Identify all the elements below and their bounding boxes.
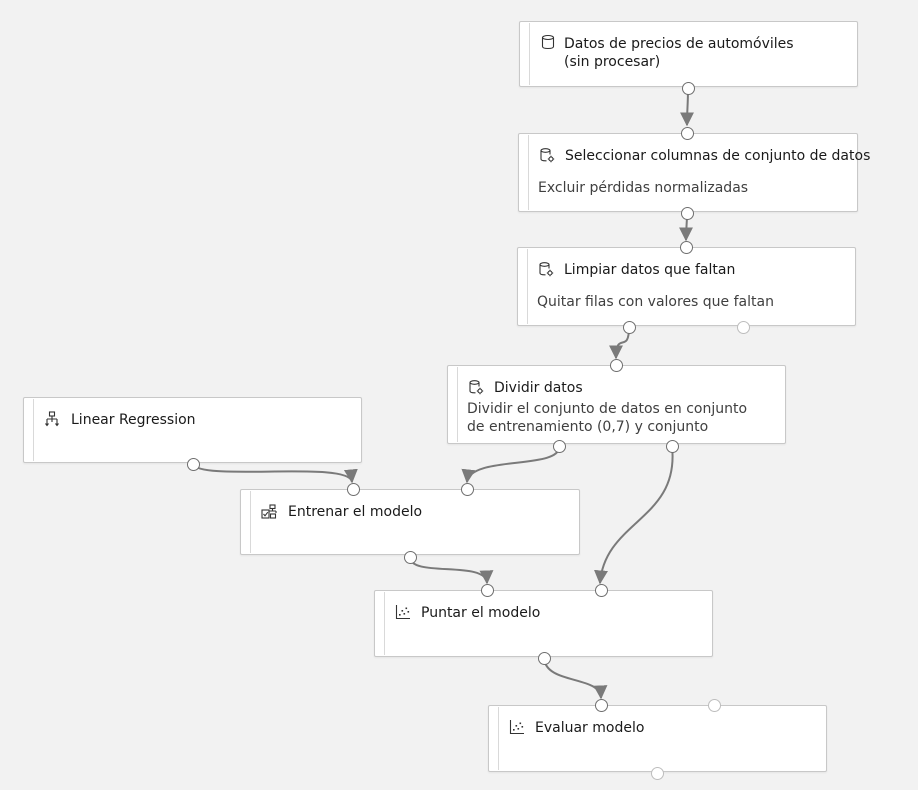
module-accent-bar [457,367,458,442]
connector-split-to-score [594,445,674,585]
input-port-evaluate-model-1[interactable] [594,698,608,712]
module-title: Entrenar el modelo [288,504,423,520]
dataset-settings-icon [469,380,484,395]
module-subtitle: Excluir pérdidas normalizadas [538,180,749,196]
module-clean-missing[interactable]: Limpiar datos que faltan Quitar filas co… [517,247,856,326]
module-title-line2: (sin procesar) [564,54,661,70]
input-port-train-model-1[interactable] [346,482,360,496]
output-port-clean-missing-1[interactable] [622,320,636,334]
module-select-columns[interactable]: Seleccionar columnas de conjunto de dato… [518,133,870,212]
module-subtitle: Dividir el conjunto de datos en conjunto [467,401,748,417]
scatter-chart-icon [395,605,410,620]
module-title: Seleccionar columnas de conjunto de dato… [565,148,871,164]
output-port-split-data-1[interactable] [552,439,566,453]
output-port-evaluate-model[interactable] [650,766,664,780]
module-accent-bar [529,23,530,85]
input-port-score-model-1[interactable] [480,583,494,597]
dataset-icon [541,34,555,50]
module-title: Datos de precios de automóviles [564,36,794,52]
input-port-evaluate-model-2[interactable] [707,698,721,712]
module-accent-bar [528,135,529,210]
input-port-clean-missing[interactable] [679,240,693,254]
output-port-linear-regression[interactable] [186,457,200,471]
output-port-score-model[interactable] [537,651,551,665]
input-port-select-columns[interactable] [680,126,694,140]
dataset-settings-icon [539,262,554,277]
module-split-data[interactable]: Dividir datos Dividir el conjunto de dat… [447,365,786,444]
module-accent-bar [527,249,528,324]
module-raw-data[interactable]: Datos de precios de automóviles (sin pro… [519,21,858,87]
module-title: Limpiar datos que faltan [564,262,736,278]
scatter-chart-icon [509,720,524,735]
output-port-train-model[interactable] [403,550,417,564]
input-port-split-data[interactable] [609,358,623,372]
module-title: Linear Regression [71,412,196,428]
connector-split-to-train [461,445,561,484]
module-title: Evaluar modelo [535,720,645,736]
output-port-select-columns[interactable] [680,206,694,220]
module-score-model[interactable]: Puntar el modelo [374,590,713,657]
input-port-score-model-2[interactable] [594,583,608,597]
output-port-raw-data[interactable] [681,81,695,95]
module-train-model[interactable]: Entrenar el modelo [240,489,580,555]
connector-score-to-evaluate [543,657,608,700]
output-port-split-data-2[interactable] [665,439,679,453]
module-subtitle: Quitar filas con valores que faltan [537,294,774,310]
module-evaluate-model[interactable]: Evaluar modelo [488,705,827,772]
module-subtitle-line2: de entrenamiento (0,7) y conjunto [467,419,709,435]
output-port-clean-missing-2[interactable] [736,320,750,334]
input-port-train-model-2[interactable] [460,482,474,496]
module-accent-bar [498,707,499,770]
module-title: Dividir datos [494,380,583,396]
connector-train-to-score [409,556,494,585]
module-linear-regression[interactable]: Linear Regression [23,397,362,463]
connector-lr-to-train [192,463,358,484]
module-accent-bar [33,399,34,461]
module-title: Puntar el modelo [421,605,541,621]
module-accent-bar [250,491,251,553]
train-icon [261,504,277,519]
dataset-settings-icon [540,148,555,163]
hierarchy-icon [45,411,59,427]
module-accent-bar [384,592,385,655]
